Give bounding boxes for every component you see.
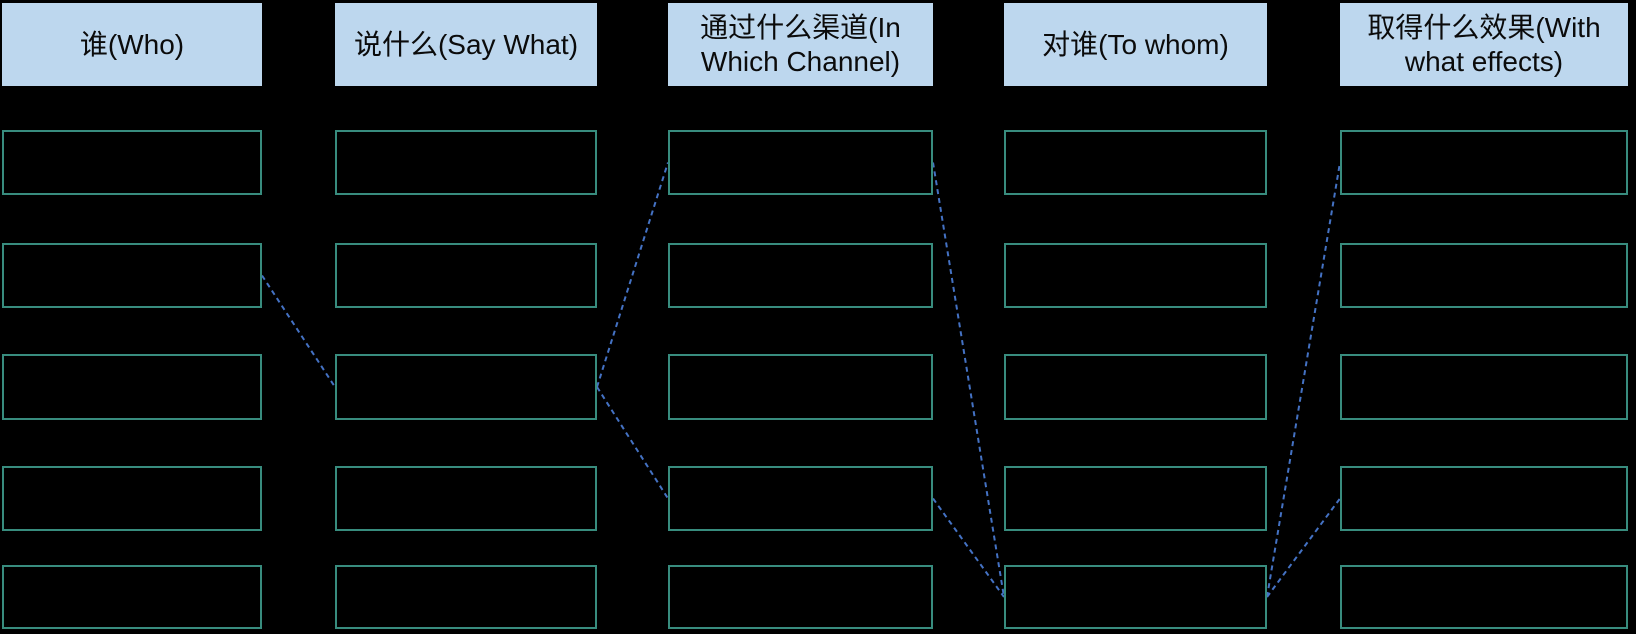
column-header-to-whom: 对谁(To whom) xyxy=(1004,3,1267,86)
cell-to-whom-row2 xyxy=(1004,243,1267,308)
cell-who-row2 xyxy=(2,243,262,308)
cell-channel-row5 xyxy=(668,565,933,629)
cell-effects-row4 xyxy=(1340,466,1628,531)
connector-line-to-whom-row5-to-effects-row1 xyxy=(1266,162,1341,598)
connector-line-channel-row4-to-to-whom-row5 xyxy=(932,497,1005,598)
column-header-say-what: 说什么(Say What) xyxy=(335,3,597,86)
cell-who-row5 xyxy=(2,565,262,629)
cell-to-whom-row3 xyxy=(1004,354,1267,420)
column-header-who: 谁(Who) xyxy=(2,3,262,86)
cell-effects-row5 xyxy=(1340,565,1628,629)
cell-channel-row1 xyxy=(668,130,933,195)
cell-say-what-row2 xyxy=(335,243,597,308)
cell-who-row4 xyxy=(2,466,262,531)
cell-channel-row4 xyxy=(668,466,933,531)
connector-line-say-what-row3-to-channel-row4 xyxy=(596,386,669,500)
cell-to-whom-row1 xyxy=(1004,130,1267,195)
cell-say-what-row3 xyxy=(335,354,597,420)
cell-who-row1 xyxy=(2,130,262,195)
cell-effects-row1 xyxy=(1340,130,1628,195)
cell-to-whom-row4 xyxy=(1004,466,1267,531)
connector-line-channel-row1-to-to-whom-row5 xyxy=(932,162,1005,598)
cell-effects-row2 xyxy=(1340,243,1628,308)
connector-line-say-what-row3-to-channel-row1 xyxy=(596,162,669,388)
cell-say-what-row5 xyxy=(335,565,597,629)
cell-effects-row3 xyxy=(1340,354,1628,420)
connector-line-who-row2-to-say-what-row3 xyxy=(261,274,336,388)
column-header-effects: 取得什么效果(With what effects) xyxy=(1340,3,1628,86)
cell-say-what-row1 xyxy=(335,130,597,195)
cell-who-row3 xyxy=(2,354,262,420)
cell-channel-row3 xyxy=(668,354,933,420)
column-header-channel: 通过什么渠道(In Which Channel) xyxy=(668,3,933,86)
connector-line-to-whom-row5-to-effects-row4 xyxy=(1266,497,1341,598)
cell-channel-row2 xyxy=(668,243,933,308)
cell-say-what-row4 xyxy=(335,466,597,531)
cell-to-whom-row5 xyxy=(1004,565,1267,629)
